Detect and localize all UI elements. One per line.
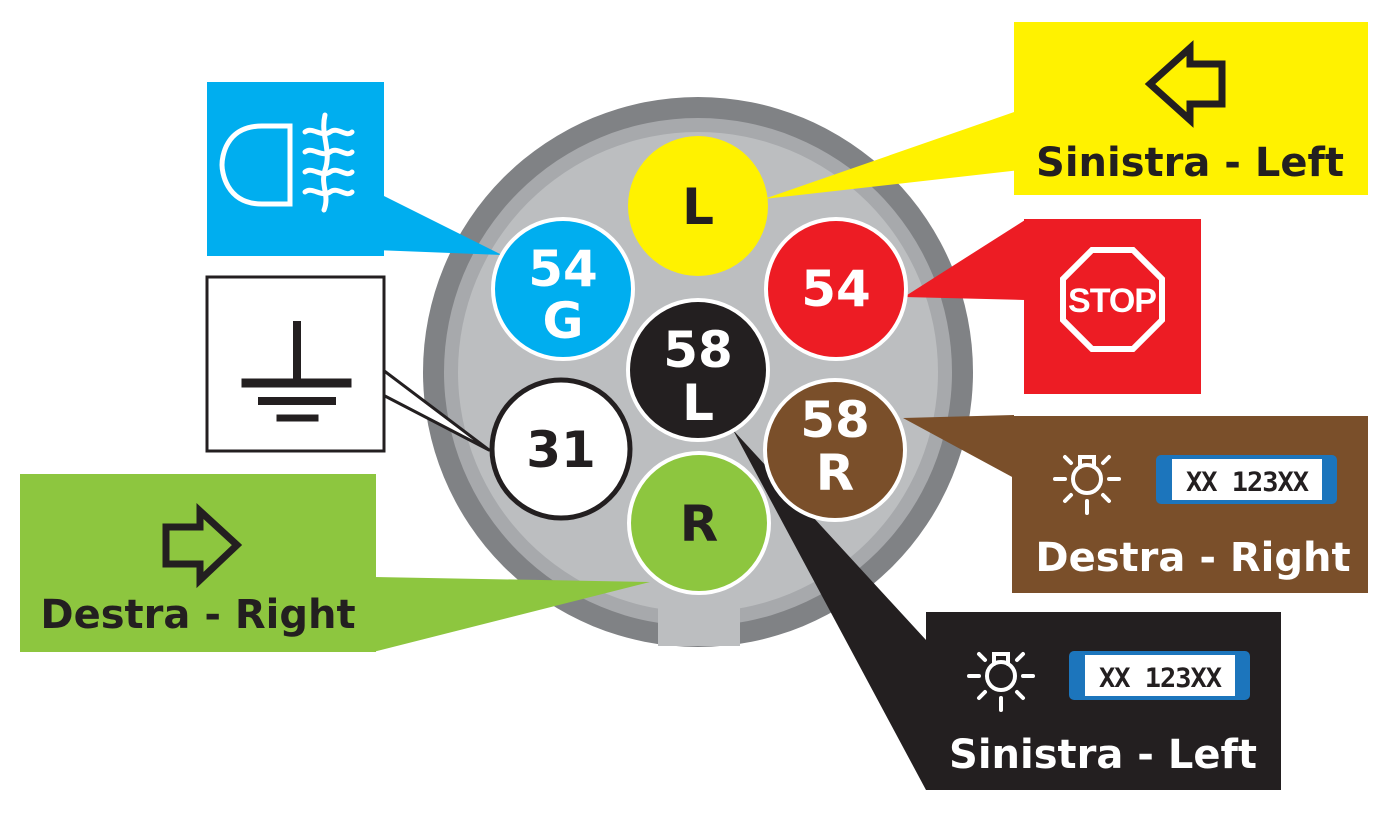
callout-tail-left: XX 123XX Sinistra - Left: [926, 612, 1281, 790]
callout-stop: STOP: [1024, 219, 1201, 394]
pointer-stop: [904, 220, 1025, 300]
pin-right-turn-label: R: [680, 495, 719, 553]
pointer-right-turn: [373, 577, 650, 652]
pin-stop-label: 54: [801, 260, 871, 318]
pin-ground-label: 31: [526, 421, 596, 479]
right-turn-label: Destra - Right: [40, 592, 355, 638]
callout-fog: [207, 82, 384, 256]
callout-ground: [205, 275, 386, 453]
callout-right-turn: Destra - Right: [20, 474, 376, 652]
pointer-left-turn: [764, 110, 1020, 199]
lamp-icon: [1053, 455, 1121, 515]
ground-symbol-icon: [241, 321, 352, 422]
license-plate-icon: XX 123XX: [1069, 651, 1250, 700]
pointer-tail-right: [903, 415, 1014, 478]
pointer-tail-left: [733, 430, 926, 790]
pointer-fog: [376, 192, 502, 255]
pin-tail-left-line2: L: [682, 374, 714, 432]
pin-tail-right: 58 R: [763, 378, 907, 522]
pin-tail-right-line1: 58: [800, 391, 870, 449]
plate-left-text: XX 123XX: [1099, 663, 1222, 694]
pin-tail-right-line2: R: [816, 444, 855, 502]
lamp-icon: [967, 652, 1035, 712]
stop-sign-icon: STOP: [1060, 247, 1165, 352]
stop-sign-text: STOP: [1068, 282, 1156, 320]
arrow-right-icon: [162, 503, 243, 589]
pin-fog: 54 G: [491, 217, 635, 361]
pin-right-turn: R: [627, 451, 771, 595]
pin-ground: 31: [489, 377, 633, 521]
license-plate-icon: XX 123XX: [1156, 455, 1337, 504]
callout-tail-right: XX 123XX Destra - Right: [1012, 416, 1368, 593]
left-turn-label: Sinistra - Left: [1036, 140, 1344, 186]
pin-fog-line1: 54: [528, 240, 598, 298]
callout-left-turn: Sinistra - Left: [1014, 22, 1368, 195]
pin-tail-left-line1: 58: [663, 321, 733, 379]
arrow-left-icon: [1144, 40, 1226, 128]
fog-lamp-icon: [219, 112, 355, 213]
plate-right-text: XX 123XX: [1186, 467, 1309, 498]
pin-fog-line2: G: [542, 292, 583, 350]
tail-right-label: Destra - Right: [1035, 535, 1350, 581]
tail-left-label: Sinistra - Left: [949, 732, 1257, 778]
pin-tail-left: 58 L: [626, 298, 770, 442]
pin-left-turn-label: L: [682, 178, 714, 236]
pin-stop: 54: [764, 217, 908, 361]
pin-left-turn: L: [628, 136, 768, 276]
